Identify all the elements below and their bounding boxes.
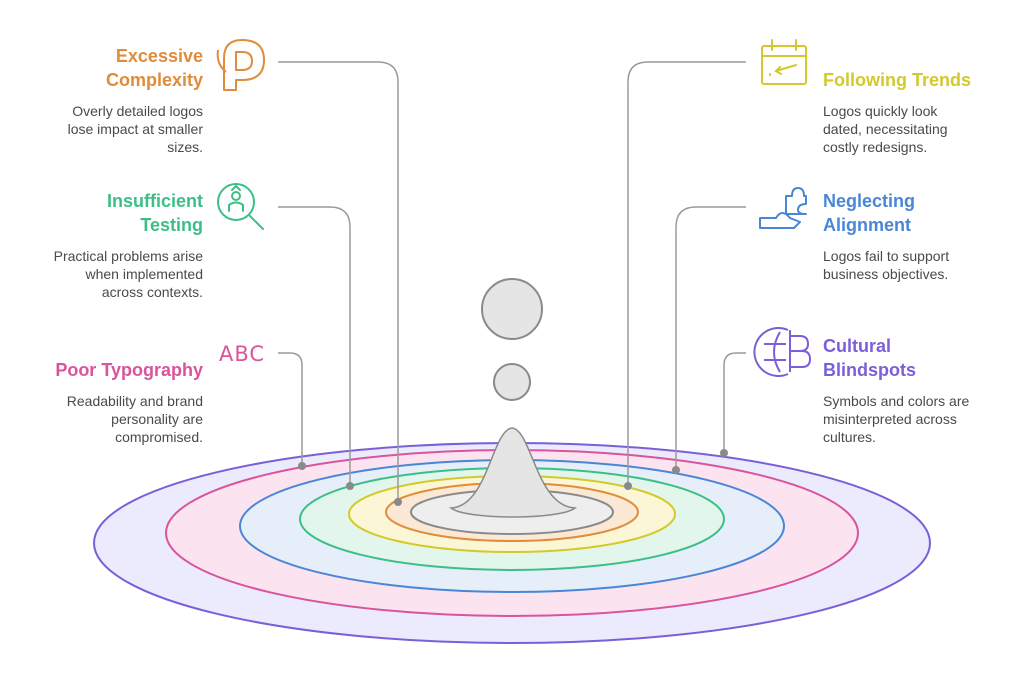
item-cultural-blindspots: Cultural Blindspots Symbols and colors a…: [823, 334, 1013, 446]
p-letter-outline-icon: [216, 39, 265, 91]
connector-excessive: [278, 61, 399, 502]
connector-trends: [627, 61, 746, 486]
calendar-icon: [761, 39, 807, 85]
item-insufficient-testing: Insufficient Testing Practical problems …: [20, 189, 203, 301]
connector-dots: [298, 449, 728, 506]
abc-icon: ABC: [219, 342, 265, 366]
dot-cultural: [720, 449, 728, 457]
droplet-small: [493, 363, 531, 401]
droplet-large: [481, 278, 543, 340]
item-poor-typography: Poor Typography Readability and brand pe…: [20, 358, 203, 446]
excessive-complexity-title: Excessive Complexity: [105, 46, 203, 90]
insufficient-testing-title: Insufficient Testing: [106, 191, 203, 235]
item-excessive-complexity: Excessive Complexity Overly detailed log…: [20, 44, 203, 156]
splash-peak: [448, 427, 578, 518]
connector-typography: [278, 352, 303, 466]
poor-typography-title: Poor Typography: [55, 360, 203, 380]
neglecting-alignment-desc: Logos fail to support business objective…: [823, 248, 950, 282]
poor-typography-desc: Readability and brand personality are co…: [66, 393, 203, 445]
following-trends-desc: Logos quickly look dated, necessitating …: [823, 103, 948, 155]
connector-cultural: [723, 352, 746, 453]
dot-alignment: [672, 466, 680, 474]
item-neglecting-alignment: Neglecting Alignment Logos fail to suppo…: [823, 189, 1013, 283]
neglecting-alignment-title: Neglecting Alignment: [823, 191, 916, 235]
dot-testing: [346, 482, 354, 490]
magnifier-figure-icon: [217, 183, 264, 230]
dot-excessive: [394, 498, 402, 506]
globe-b-icon: [753, 327, 812, 377]
connector-alignment: [675, 206, 746, 470]
dot-trends: [624, 482, 632, 490]
item-following-trends: Following Trends Logos quickly look date…: [823, 68, 1013, 156]
cultural-blindspots-title: Cultural Blindspots: [823, 336, 916, 380]
cultural-blindspots-desc: Symbols and colors are misinterpreted ac…: [823, 393, 970, 445]
following-trends-title: Following Trends: [823, 70, 971, 90]
dot-typography: [298, 462, 306, 470]
connector-testing: [278, 206, 351, 486]
connectors: [278, 61, 746, 502]
hand-puzzle-icon: [759, 187, 807, 229]
excessive-complexity-desc: Overly detailed logos lose impact at sma…: [67, 103, 203, 155]
insufficient-testing-desc: Practical problems arise when implemente…: [53, 248, 203, 300]
